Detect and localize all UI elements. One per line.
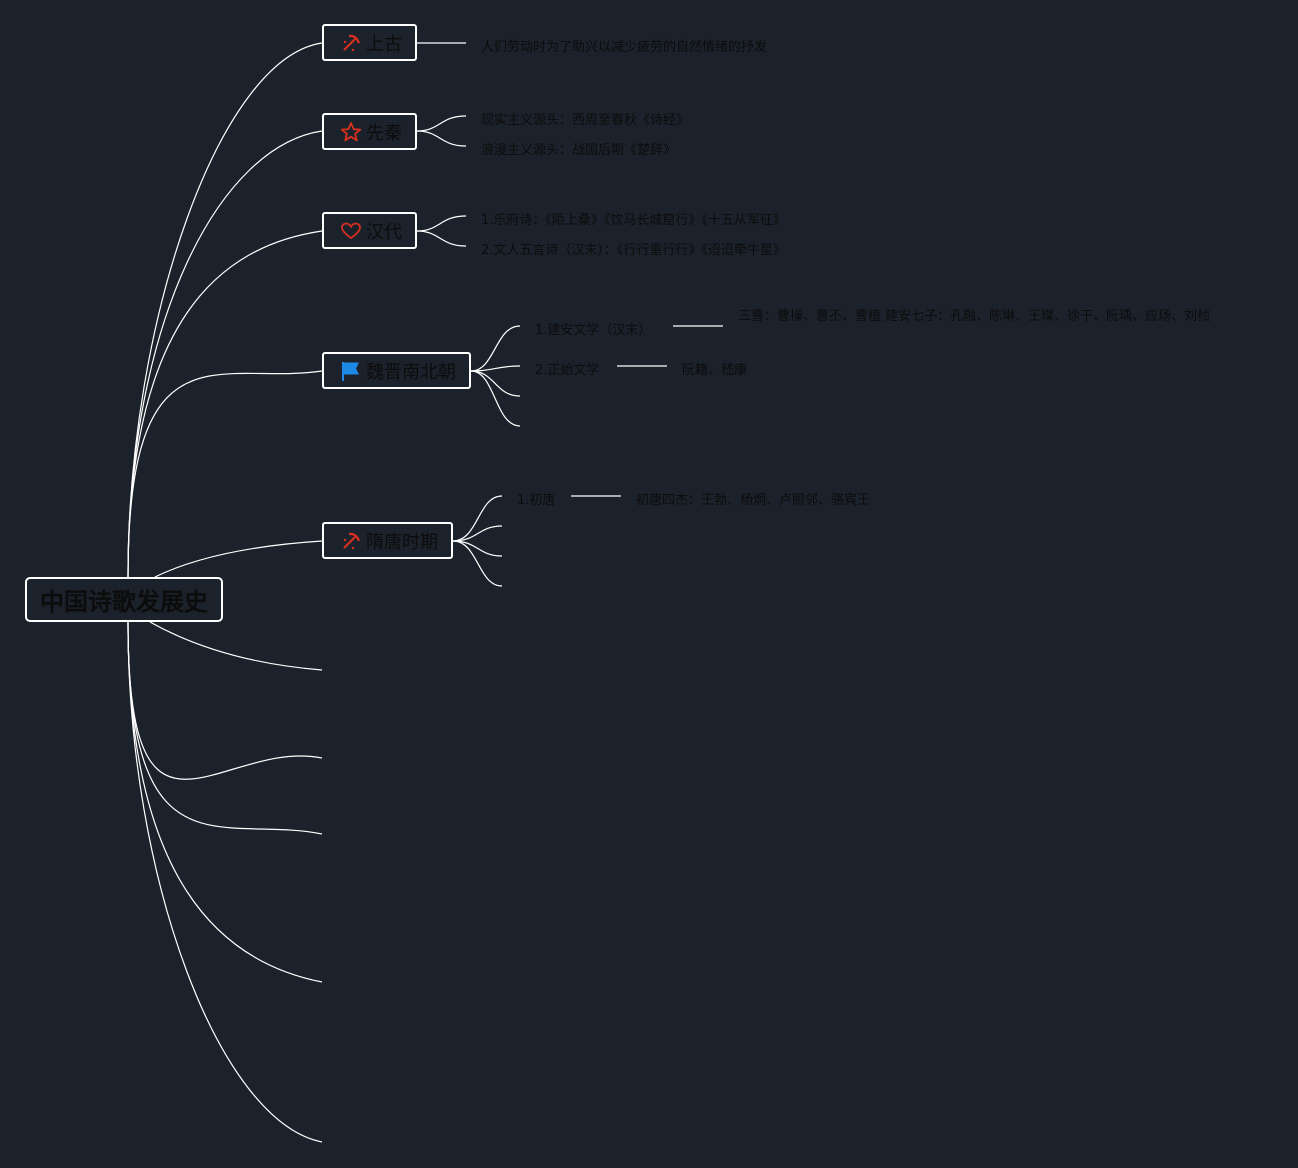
connector-line [127, 621, 323, 1143]
star-icon [340, 121, 362, 143]
topic-label: 汉代 [366, 221, 402, 243]
subtopic-label: 1.初唐 [517, 493, 556, 508]
leaf-text: 现实主义源头：西周至春秋《诗经》 [481, 113, 690, 128]
connector-line [416, 130, 467, 147]
detail-text: 阮籍、嵇康 [682, 363, 748, 378]
connector-line [470, 370, 521, 427]
topic-label: 先秦 [366, 122, 402, 144]
connector-line [452, 540, 503, 587]
connector-line [416, 115, 467, 132]
detail-text: 三曹：曹操、曹丕、曹植 建安七子：孔融、陈琳、王璨、徐干、阮瑀、应玚、刘桢 [738, 309, 1211, 324]
topic-node-shanggu[interactable]: 上古 [322, 24, 417, 61]
topic-node-weijin[interactable]: 魏晋南北朝 [322, 352, 471, 389]
connector-line [470, 370, 521, 397]
connector-line [127, 130, 323, 578]
root-node[interactable]: 中国诗歌发展史 [25, 577, 223, 622]
pickaxe-icon [340, 530, 362, 552]
connector-line [452, 525, 503, 542]
connector-line [127, 621, 323, 780]
connector-line [149, 621, 323, 671]
topic-node-handai[interactable]: 汉代 [322, 212, 417, 249]
connector-line [127, 230, 323, 578]
connector-line [470, 325, 521, 372]
topic-node-xianqin[interactable]: 先秦 [322, 113, 417, 150]
leaf-text: 2.文人五言诗（汉末）：《行行重行行》《迢迢牵牛星》 [481, 243, 786, 258]
topic-label: 隋唐时期 [366, 531, 438, 553]
heart-icon [340, 220, 362, 242]
subtopic-label: 2.正始文学 [535, 363, 600, 378]
root-label: 中国诗歌发展史 [40, 588, 208, 616]
topic-label: 上古 [366, 33, 402, 55]
detail-text: 初唐四杰：王勃、杨炯、卢照邻、骆宾王 [636, 493, 871, 508]
connector-line [416, 215, 467, 232]
leaf-text: 人们劳动时为了助兴以减少疲劳的自然情绪的抒发 [481, 40, 768, 55]
connector-line [470, 365, 521, 372]
connector-line [127, 370, 323, 578]
connector-line [452, 540, 503, 557]
connector-line [127, 621, 323, 835]
flag-icon [340, 360, 362, 382]
connector-line [452, 495, 503, 542]
connector-line [416, 230, 467, 247]
subtopic-label: 1.建安文学（汉末） [535, 323, 652, 338]
leaf-text: 1.乐府诗：《陌上桑》《饮马长城窟行》《十五从军征》 [481, 213, 786, 228]
topic-node-suitang[interactable]: 隋唐时期 [322, 522, 453, 559]
leaf-text: 浪漫主义源头：战国后期《楚辞》 [481, 143, 677, 158]
connector-line [127, 42, 323, 578]
connector-line [127, 621, 323, 983]
connector-line [154, 540, 323, 578]
pickaxe-icon [340, 32, 362, 54]
topic-label: 魏晋南北朝 [366, 361, 456, 383]
